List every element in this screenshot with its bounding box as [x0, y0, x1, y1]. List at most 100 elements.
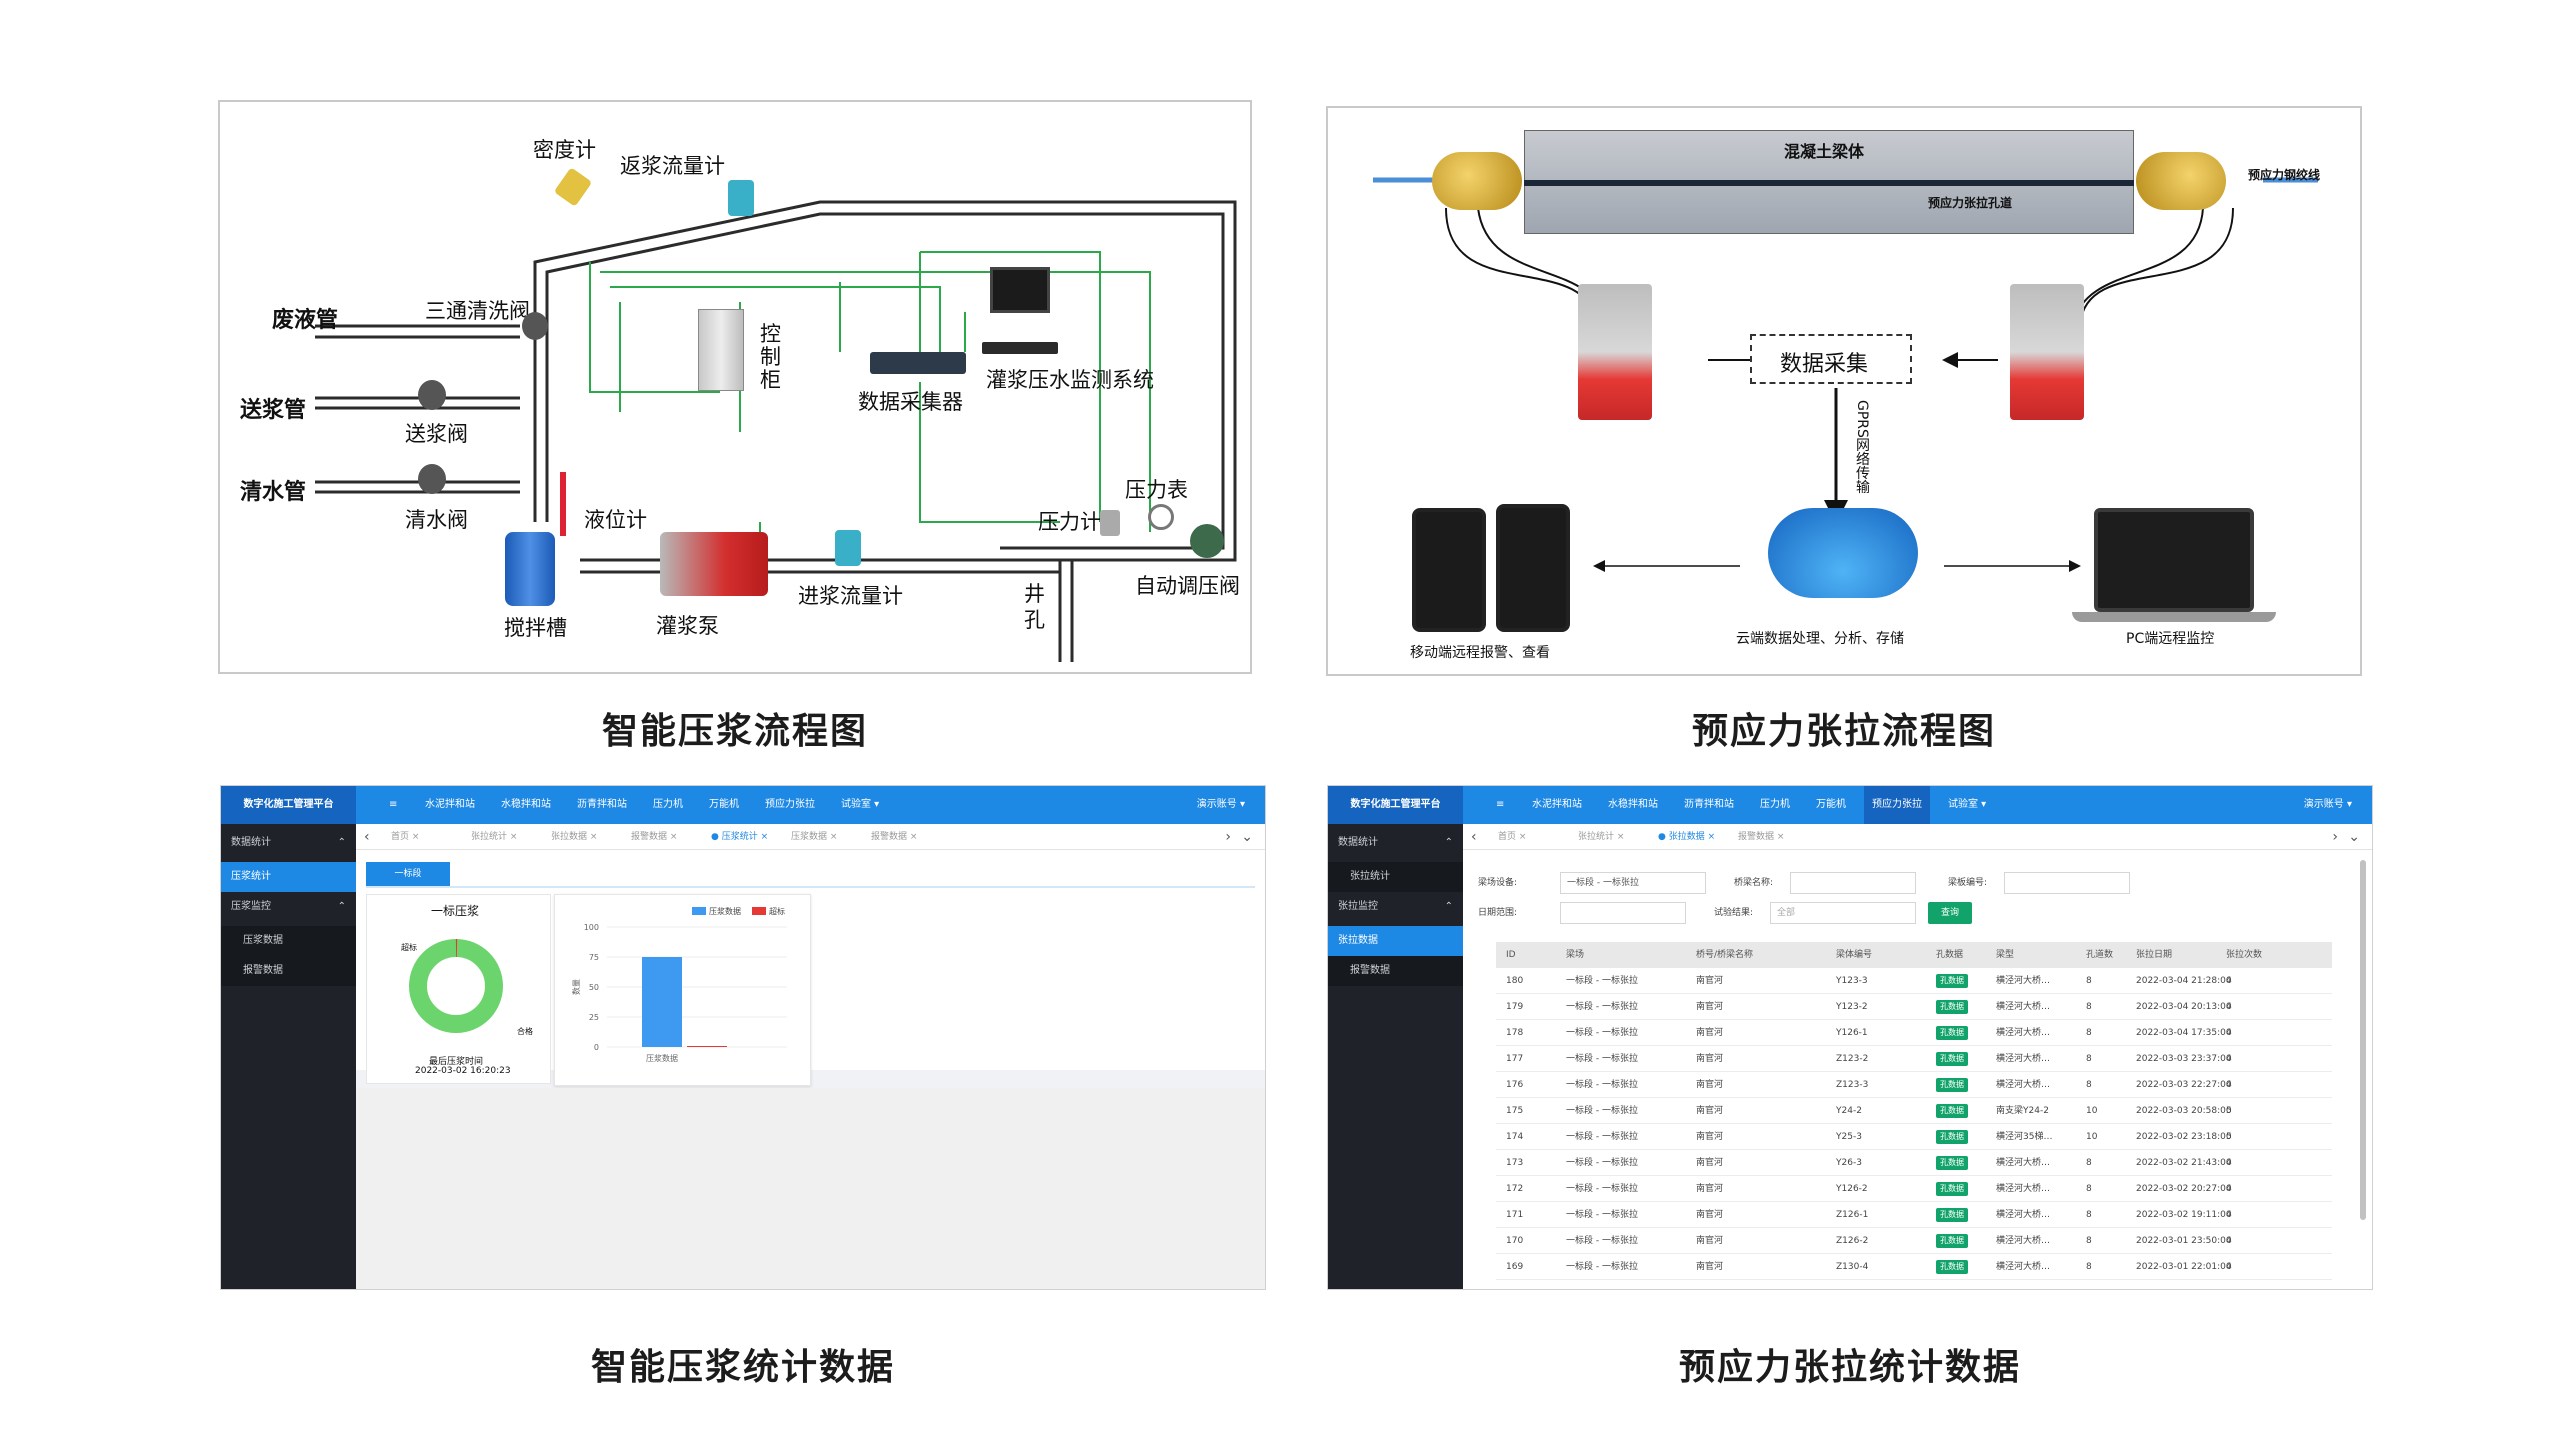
nav-item[interactable]: 水稳拌和站 — [501, 799, 551, 810]
nav-item[interactable]: 试验室 ▾ — [841, 799, 880, 810]
hole-data-badge[interactable]: 孔数据 — [1936, 974, 1968, 988]
mobile-label: 移动端远程报警、查看 — [1410, 645, 1550, 661]
duct-label: 预应力张拉孔道 — [1928, 196, 2013, 210]
y-tick-label: 100 — [584, 923, 599, 932]
hole-data-badge[interactable]: 孔数据 — [1936, 1182, 1968, 1196]
hole-data-badge[interactable]: 孔数据 — [1936, 1234, 1968, 1248]
column-header[interactable]: 梁体编号 — [1836, 950, 1873, 960]
crumb-menu-icon[interactable]: ⌄ — [1241, 829, 1253, 845]
table-cell: 4 — [2226, 976, 2232, 986]
user-menu[interactable]: 演示账号 ▾ — [2303, 799, 2352, 810]
crumb-prev-icon[interactable]: ‹ — [1471, 829, 1477, 845]
crumb-next-icon[interactable]: › — [1225, 829, 1231, 845]
column-header[interactable]: 孔数据 — [1936, 950, 1964, 960]
date-range-input[interactable] — [1560, 902, 1686, 924]
x-tick-label: 压浆数据 — [646, 1053, 678, 1063]
nav-item[interactable]: 万能机 — [709, 799, 739, 810]
table-cell: 南官河 — [1696, 1184, 1724, 1194]
nav-item[interactable]: 试验室 ▾ — [1948, 799, 1987, 810]
crumb-tab[interactable]: 张拉数据 × — [551, 832, 598, 842]
nav-item[interactable]: 沥青拌和站 — [577, 799, 627, 810]
sidebar-item[interactable]: 张拉监控⌃ — [1328, 892, 1463, 922]
nav-item[interactable]: 水泥拌和站 — [425, 799, 475, 810]
table-scrollbar[interactable] — [2360, 860, 2366, 1220]
section-tab[interactable]: 一标段 — [366, 862, 450, 886]
crumb-tab[interactable]: 报警数据 × — [1738, 832, 1785, 842]
crumb-tab[interactable]: ● 压浆统计 × — [711, 832, 769, 842]
nav-item[interactable]: 压力机 — [1760, 799, 1790, 810]
tension-flow-diagram: 混凝土梁体 预应力张拉孔道 预应力钢绞线 数据采集 GPRS网络传输 移动端远程… — [1326, 106, 2362, 676]
mixer-tank-label: 搅拌槽 — [504, 616, 567, 640]
table-cell: 2022-03-02 19:11:00 — [2136, 1210, 2232, 1220]
hole-data-badge[interactable]: 孔数据 — [1936, 1078, 1968, 1092]
column-header[interactable]: 张拉次数 — [2226, 950, 2263, 960]
crumb-tab[interactable]: 张拉统计 × — [1578, 832, 1625, 842]
column-header[interactable]: 桥号/桥梁名称 — [1696, 950, 1754, 960]
grouting-bar-card — [554, 894, 811, 1086]
nav-item[interactable]: ≡ — [1496, 799, 1505, 810]
crumb-tab[interactable]: 报警数据 × — [871, 832, 918, 842]
column-header[interactable]: 张拉日期 — [2136, 950, 2173, 960]
column-header[interactable]: ID — [1506, 950, 1516, 960]
nav-item[interactable]: 压力机 — [653, 799, 683, 810]
app-brand: 数字化施工管理平台 — [221, 786, 356, 824]
sidebar-item[interactable]: 压浆监控⌃ — [221, 892, 356, 922]
sidebar-item[interactable]: 压浆统计 — [221, 862, 356, 892]
crumb-menu-icon[interactable]: ⌄ — [2348, 829, 2360, 845]
hole-data-badge[interactable]: 孔数据 — [1936, 1260, 1968, 1274]
query-button[interactable]: 查询 — [1928, 902, 1972, 924]
crumb-tab[interactable]: 压浆数据 × — [791, 832, 838, 842]
sidebar-item[interactable]: 报警数据 — [1328, 956, 1463, 986]
crumb-tab[interactable]: 报警数据 × — [631, 832, 678, 842]
sidebar-item[interactable]: 数据统计⌃ — [1328, 828, 1463, 858]
crumb-tab[interactable]: 张拉统计 × — [471, 832, 518, 842]
crumb-next-icon[interactable]: › — [2332, 829, 2338, 845]
hole-data-badge[interactable]: 孔数据 — [1936, 1130, 1968, 1144]
sidebar-item[interactable]: 张拉数据 — [1328, 926, 1463, 956]
crumb-prev-icon[interactable]: ‹ — [364, 829, 370, 845]
three-way-valve-label: 三通清洗阀 — [425, 299, 530, 323]
sidebar-item[interactable]: 数据统计⌃ — [221, 828, 356, 858]
crumb-tab[interactable]: ● 张拉数据 × — [1658, 832, 1716, 842]
field-device-select[interactable]: 一标段 - 一标张拉 — [1560, 872, 1706, 894]
crumb-tab[interactable]: 首页 × — [1498, 832, 1527, 842]
sidebar-item[interactable]: 张拉统计 — [1328, 862, 1463, 892]
column-header[interactable]: 孔道数 — [2086, 950, 2114, 960]
user-menu[interactable]: 演示账号 ▾ — [1196, 799, 1245, 810]
nav-item[interactable]: 水泥拌和站 — [1532, 799, 1582, 810]
nav-item[interactable]: 水稳拌和站 — [1608, 799, 1658, 810]
sidebar-item[interactable]: 报警数据 — [221, 956, 356, 986]
bridge-name-input[interactable] — [1790, 872, 1916, 894]
nav-item[interactable]: 沥青拌和站 — [1684, 799, 1734, 810]
crumb-tab[interactable]: 首页 × — [391, 832, 420, 842]
hole-data-badge[interactable]: 孔数据 — [1936, 1026, 1968, 1040]
column-header[interactable]: 梁型 — [1996, 950, 2015, 960]
nav-item[interactable]: 预应力张拉 — [1864, 786, 1930, 824]
mobile-phone-icon-2 — [1496, 504, 1570, 632]
nav-item[interactable]: ≡ — [389, 799, 398, 810]
hole-data-badge[interactable]: 孔数据 — [1936, 1052, 1968, 1066]
hole-data-badge[interactable]: 孔数据 — [1936, 1156, 1968, 1170]
hole-data-badge[interactable]: 孔数据 — [1936, 1208, 1968, 1222]
sidebar-item[interactable]: 压浆数据 — [221, 926, 356, 956]
nav-item[interactable]: 万能机 — [1816, 799, 1846, 810]
result-select[interactable]: 全部 — [1770, 902, 1916, 924]
hole-data-badge[interactable]: 孔数据 — [1936, 1000, 1968, 1014]
beam-number-input[interactable] — [2004, 872, 2130, 894]
hole-data-badge[interactable]: 孔数据 — [1936, 1104, 1968, 1118]
monitor-computer-icon — [990, 267, 1050, 313]
column-header[interactable]: 梁场 — [1566, 950, 1585, 960]
nav-item[interactable]: 预应力张拉 — [765, 799, 815, 810]
